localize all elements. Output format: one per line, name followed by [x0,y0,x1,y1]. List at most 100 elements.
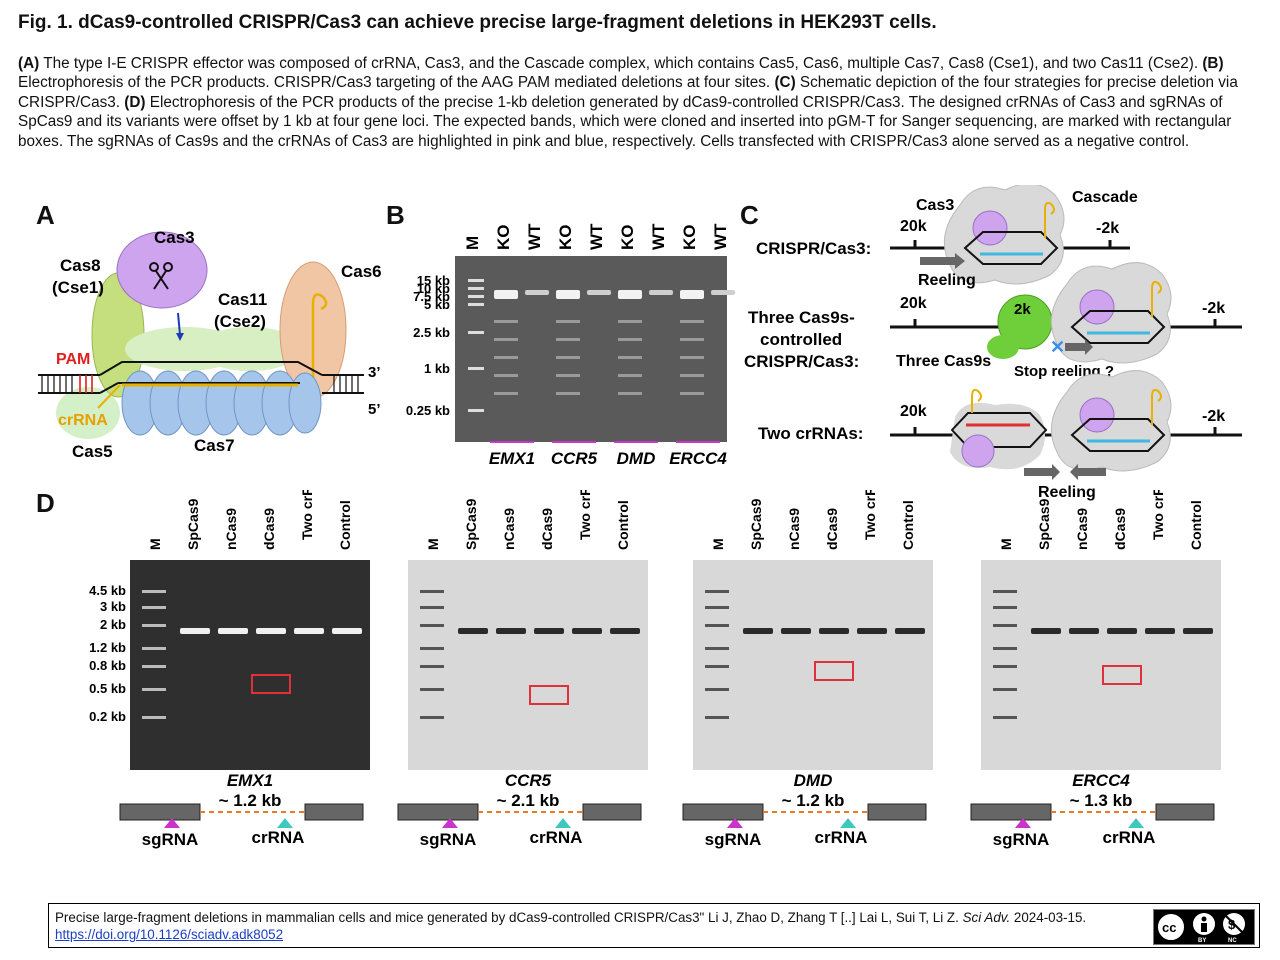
sample-band [525,290,549,295]
flank-right [304,803,364,821]
lane-label: Two crRNAs [862,490,878,540]
label-5prime: 5’ [368,401,381,418]
smear-band [494,392,518,395]
caption-text: Electrophoresis of the PCR products. CRI… [18,74,775,92]
smear-band [618,338,642,341]
crrna-label: crRNA [815,828,868,847]
size-label: 0.2 kb [89,709,126,724]
caption-panel-ref: (D) [124,93,146,111]
c-row2-label-1: Three Cas9s- [748,308,855,327]
caption-text: The type I-E CRISPR effector was compose… [39,55,1203,72]
lane-label: WT [525,223,544,250]
c-row1-reeling: Reeling [918,272,976,289]
svg-text:cc: cc [1162,920,1176,935]
lane-label: Two crRNAs [1150,490,1166,540]
expected-band-box [251,674,291,694]
crrna-marker [840,818,856,828]
marker-band [468,287,484,290]
marker-band [468,409,484,412]
sample-band [743,628,773,634]
caption-panel-ref: (B) [1202,55,1224,72]
marker-band [142,688,166,691]
size-label: 0.8 kb [89,658,126,673]
sample-band [556,290,580,299]
flank-left [119,803,201,821]
marker-band [468,303,484,306]
marker-band [142,624,166,627]
gel-d-background [981,560,1221,770]
lane-label: WT [649,223,668,250]
smear-band [494,356,518,359]
c-row1-cas3: Cas3 [916,197,954,214]
c-row2-stop-icon: ✕ [1050,337,1065,357]
gene-label: EMX1 [489,449,535,468]
gene-label: DMD [617,449,656,468]
marker-band [705,647,729,650]
lane-label: Control [900,500,916,550]
svg-text:$: $ [1228,917,1236,932]
marker-band [705,624,729,627]
lane-label: Two crRNAs [577,490,593,540]
sample-band [496,628,526,634]
crrna-label: crRNA [252,828,305,847]
panel-a-diagram: Cas3 Cas8 (Cse1) Cas11 (Cse2) Cas6 PAM c… [38,228,382,461]
label-cas11: Cas11 [218,290,267,309]
marker-band [993,624,1017,627]
sample-band [610,628,640,634]
lane-label: WT [587,223,606,250]
marker-band [468,295,484,298]
lane-label: SpCas9 [1036,498,1052,550]
lane-label: M [425,538,441,550]
lane-label: nCas9 [501,508,517,550]
doi-link[interactable]: https://doi.org/10.1126/sciadv.adk8052 [55,927,284,942]
marker-band [142,665,166,668]
lane-label: M [998,538,1014,550]
marker-band [420,590,444,593]
expected-band-box [1102,665,1142,685]
marker-band [142,606,166,609]
panel-b-letter: B [386,200,405,230]
lane-label: KO [494,225,513,251]
smear-band [494,320,518,323]
size-label: 0.5 kb [89,681,126,696]
sample-band [1031,628,1061,634]
citation-date: 2024-03-15. [1010,910,1087,925]
locus-gene-label: EMX1 [227,771,273,790]
sgrna-label: sgRNA [142,830,199,849]
label-cas7: Cas7 [194,436,235,455]
sgrna-label: sgRNA [993,830,1050,849]
gel-d-background [408,560,648,770]
sample-band [711,290,735,295]
smear-band [556,356,580,359]
marker-band [705,665,729,668]
caption-panel-ref: (C) [774,74,796,92]
label-cas8: Cas8 [60,256,101,275]
sample-band [1107,628,1137,634]
marker-band [993,606,1017,609]
lane-label: KO [618,225,637,251]
sample-band [819,628,849,634]
scissors-icon [149,262,173,290]
lane-label: WT [711,223,730,250]
svg-text:NC: NC [1228,938,1237,944]
label-pam: PAM [56,351,90,368]
smear-band [494,338,518,341]
marker-band [420,688,444,691]
gene-label: ERCC4 [669,449,727,468]
crrna-label: crRNA [530,828,583,847]
size-label: 0.25 kb [406,403,450,418]
size-label: 1.2 kb [89,640,126,655]
lane-label: Control [1188,500,1204,550]
caption-panel-ref: (A) [18,55,40,72]
expected-band-box [529,685,569,705]
flank-left [682,803,764,821]
marker-band [468,367,484,370]
size-label: 2.5 kb [413,325,450,340]
locus-gene-label: DMD [794,771,833,790]
deletion-size-label: ~ 1.2 kb [219,791,282,810]
sample-band [572,628,602,634]
marker-band [993,716,1017,719]
c-row2-2kpos: 2k [1014,301,1031,318]
flank-left [970,803,1052,821]
